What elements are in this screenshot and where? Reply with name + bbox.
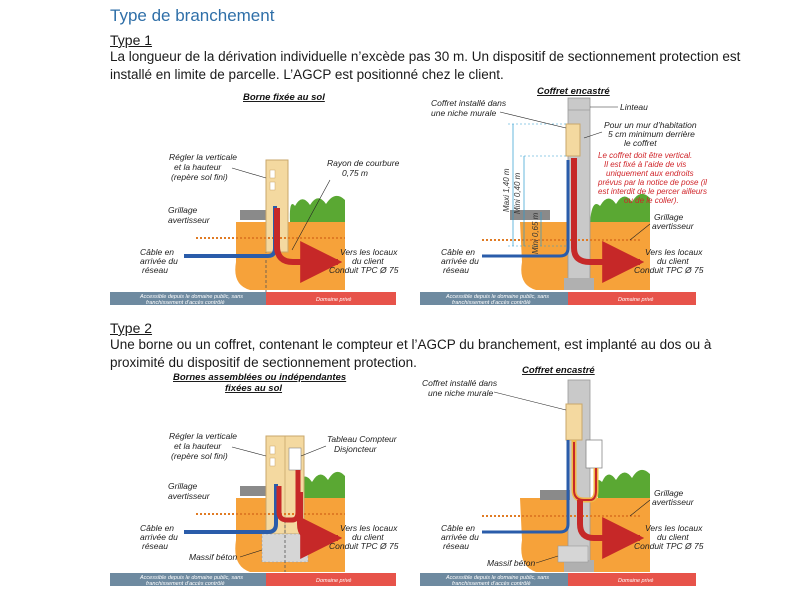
dim-maxi: Maxi 1,40 m bbox=[502, 168, 511, 212]
svg-text:réseau: réseau bbox=[443, 265, 469, 275]
svg-text:Accessible depuis le domaine p: Accessible depuis le domaine public, san… bbox=[445, 294, 549, 300]
dim-mini-065: Mini 0,65 m bbox=[531, 212, 540, 254]
diagram-type2-coffret: Coffret encastré Coffret installé dans u… bbox=[420, 365, 704, 587]
svg-text:le coffret: le coffret bbox=[624, 138, 657, 148]
svg-text:5 cm minimum derrière: 5 cm minimum derrière bbox=[608, 129, 695, 139]
type2-description: Une borne ou un coffret, contenant le co… bbox=[110, 337, 712, 370]
svg-text:avertisseur: avertisseur bbox=[168, 491, 211, 501]
svg-text:une niche murale: une niche murale bbox=[431, 108, 496, 118]
label-vers-locaux: Vers les locaux bbox=[645, 247, 703, 257]
svg-text:Accessible depuis le domaine p: Accessible depuis le domaine public, san… bbox=[445, 575, 549, 581]
label-vers-locaux: Vers les locaux bbox=[340, 247, 398, 257]
svg-text:arrivée du: arrivée du bbox=[441, 532, 479, 542]
svg-text:Accessible depuis le domaine p: Accessible depuis le domaine public, san… bbox=[139, 294, 243, 300]
label-cable: Câble en bbox=[441, 247, 475, 257]
diagram-title: Coffret encastré bbox=[522, 365, 595, 376]
label-grillage: Grillage bbox=[168, 481, 198, 491]
label-vers-locaux: Vers les locaux bbox=[645, 523, 703, 533]
svg-text:(repère sol fini): (repère sol fini) bbox=[171, 172, 228, 182]
label-cable: Câble en bbox=[140, 247, 174, 257]
diagram-title: Bornes assemblées ou indépendantes bbox=[173, 372, 346, 383]
ground-slab bbox=[240, 210, 268, 220]
band-prive bbox=[266, 292, 396, 305]
type2-heading: Type 2 bbox=[110, 320, 153, 336]
svg-text:arrivée du: arrivée du bbox=[140, 532, 178, 542]
svg-text:Domaine privé: Domaine privé bbox=[618, 578, 653, 584]
svg-text:Conduit TPC Ø 75: Conduit TPC Ø 75 bbox=[329, 265, 399, 275]
band-public bbox=[110, 292, 266, 305]
svg-text:Domaine privé: Domaine privé bbox=[316, 297, 351, 303]
label-coffret: Coffret installé dans bbox=[431, 98, 507, 108]
svg-text:Conduit TPC Ø 75: Conduit TPC Ø 75 bbox=[634, 265, 704, 275]
svg-text:réseau: réseau bbox=[443, 541, 469, 551]
svg-text:franchissement d’accès contrôl: franchissement d’accès contrôlé bbox=[146, 300, 225, 306]
svg-text:du client: du client bbox=[352, 532, 384, 542]
diagram-title: Borne fixée au sol bbox=[243, 92, 325, 103]
svg-text:franchissement d’accès contrôl: franchissement d’accès contrôlé bbox=[452, 300, 531, 306]
label-linteau: Linteau bbox=[620, 102, 648, 112]
svg-text:et la hauteur: et la hauteur bbox=[174, 441, 222, 451]
svg-text:réseau: réseau bbox=[142, 265, 168, 275]
diagram-type2-bornes: Bornes assemblées ou indépendantes fixée… bbox=[110, 372, 399, 587]
label-rayon: Rayon de courbure bbox=[327, 158, 400, 168]
type1-description: La longueur de la dérivation individuell… bbox=[110, 49, 741, 82]
svg-text:du client: du client bbox=[657, 532, 689, 542]
svg-text:et la hauteur: et la hauteur bbox=[174, 162, 222, 172]
svg-text:franchissement d’accès contrôl: franchissement d’accès contrôlé bbox=[452, 581, 531, 587]
dim-mini-040: Mini 0,40 m bbox=[513, 172, 522, 214]
label-massif: Massif béton bbox=[189, 552, 237, 562]
tableau-compteur bbox=[288, 447, 302, 471]
svg-text:du client: du client bbox=[352, 256, 384, 266]
diagram-type1-coffret: Coffret encastré Maxi 1,40 m Mini 0,40 m… bbox=[420, 86, 707, 306]
svg-text:avertisseur: avertisseur bbox=[168, 215, 211, 225]
tableau-compteur bbox=[585, 439, 603, 469]
diagram-type1-borne: Borne fixée au sol Régler la verticale e… bbox=[110, 92, 400, 306]
svg-text:Conduit TPC Ø 75: Conduit TPC Ø 75 bbox=[634, 541, 704, 551]
label-warning: Le coffret doit être vertical. bbox=[598, 151, 692, 160]
label-tableau: Tableau Compteur bbox=[327, 434, 398, 444]
svg-text:une niche murale: une niche murale bbox=[428, 388, 493, 398]
label-vers-locaux: Vers les locaux bbox=[340, 523, 398, 533]
label-reglage: Régler la verticale bbox=[169, 431, 237, 441]
coffret-box bbox=[565, 123, 581, 157]
svg-text:Il est fixé à l’aide de vis: Il est fixé à l’aide de vis bbox=[604, 160, 686, 169]
svg-text:uniquement aux endroits: uniquement aux endroits bbox=[606, 169, 694, 178]
svg-text:avertisseur: avertisseur bbox=[652, 221, 695, 231]
svg-text:0,75 m: 0,75 m bbox=[342, 168, 368, 178]
type1-heading: Type 1 bbox=[110, 32, 153, 48]
svg-text:Accessible depuis le domaine p: Accessible depuis le domaine public, san… bbox=[139, 575, 243, 581]
svg-text:prévus par la notice de pose (: prévus par la notice de pose (il bbox=[597, 178, 707, 187]
client-conduit bbox=[274, 208, 343, 283]
label-coffret: Coffret installé dans bbox=[422, 378, 498, 388]
svg-text:réseau: réseau bbox=[142, 541, 168, 551]
svg-text:franchissement d’accès contrôl: franchissement d’accès contrôlé bbox=[146, 581, 225, 587]
svg-text:Domaine privé: Domaine privé bbox=[618, 297, 653, 303]
label-grillage: Grillage bbox=[654, 488, 684, 498]
svg-text:Conduit TPC Ø 75: Conduit TPC Ø 75 bbox=[329, 541, 399, 551]
svg-text:(repère sol fini): (repère sol fini) bbox=[171, 451, 228, 461]
page-title: Type de branchement bbox=[110, 6, 275, 25]
label-massif: Massif béton bbox=[487, 558, 535, 568]
label-cable: Câble en bbox=[441, 523, 475, 533]
label-grillage: Grillage bbox=[168, 205, 198, 215]
svg-text:arrivée du: arrivée du bbox=[441, 256, 479, 266]
svg-text:du client: du client bbox=[657, 256, 689, 266]
label-mur: Pour un mur d’habitation bbox=[604, 120, 697, 130]
label-reglage: Régler la verticale bbox=[169, 152, 237, 162]
svg-text:Domaine privé: Domaine privé bbox=[316, 578, 351, 584]
diagram-title: Coffret encastré bbox=[537, 86, 610, 97]
svg-text:arrivée du: arrivée du bbox=[140, 256, 178, 266]
grass bbox=[289, 195, 345, 222]
svg-text:Disjoncteur: Disjoncteur bbox=[334, 444, 378, 454]
svg-text:fixées au sol: fixées au sol bbox=[225, 383, 282, 394]
svg-text:avertisseur: avertisseur bbox=[652, 497, 695, 507]
svg-text:est interdit de le percer aill: est interdit de le percer ailleurs bbox=[598, 187, 707, 196]
svg-text:ou de le coller).: ou de le coller). bbox=[624, 196, 679, 205]
label-grillage: Grillage bbox=[654, 212, 684, 222]
label-cable: Câble en bbox=[140, 523, 174, 533]
